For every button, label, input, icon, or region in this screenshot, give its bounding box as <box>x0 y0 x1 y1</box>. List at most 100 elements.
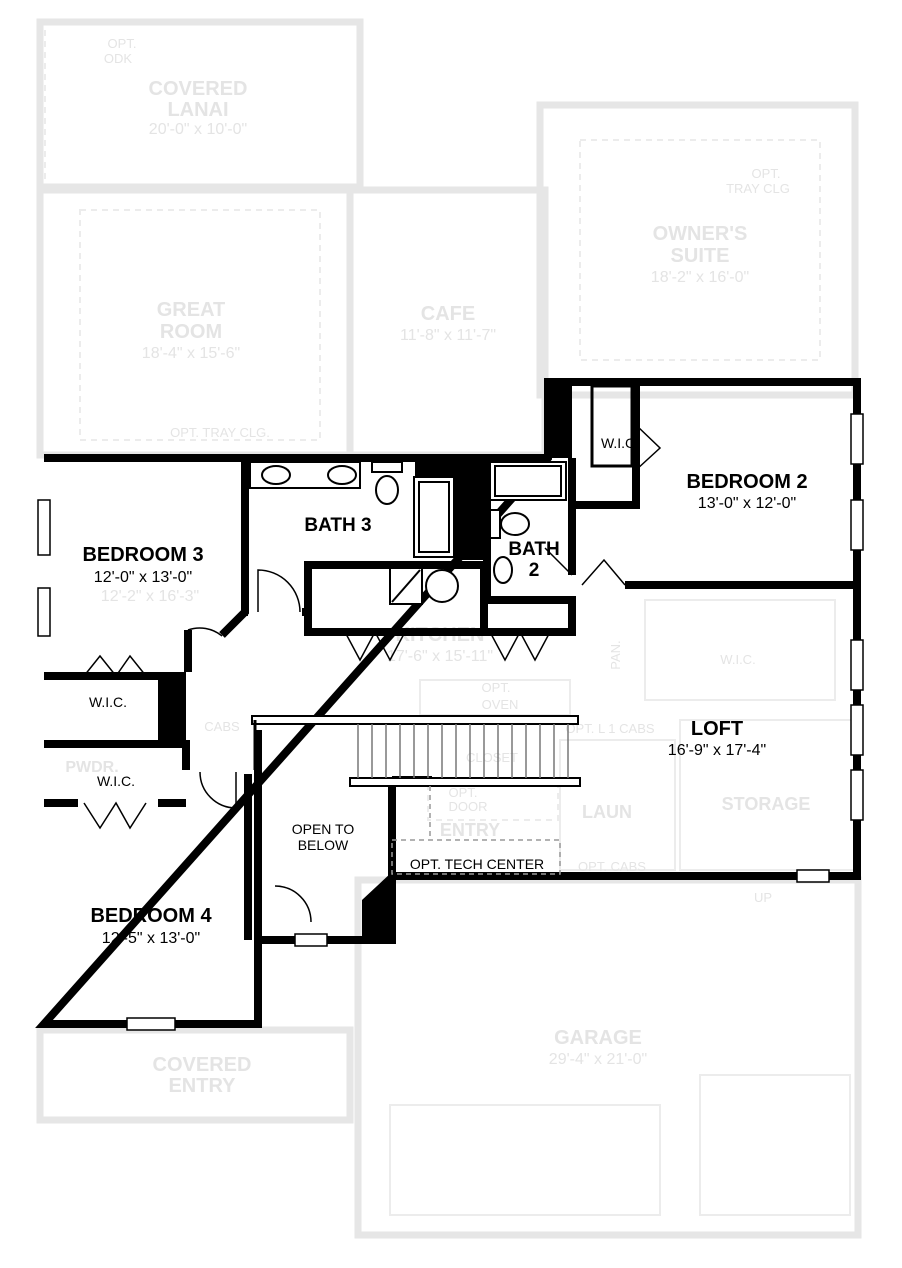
window-loft-a <box>850 639 864 691</box>
owner-suite-dim: 18'-2" x 16'-0" <box>651 269 749 286</box>
opt-oven-label-1: OPT. <box>482 680 511 695</box>
door-wic-bed2 <box>635 424 662 471</box>
door-linen-bifold <box>489 630 551 662</box>
stair-treads <box>357 724 569 778</box>
door-bed2 <box>581 558 626 586</box>
opt-tech-center-label: OPT. TECH CENTER <box>410 856 544 872</box>
chase-wic3 <box>158 672 186 744</box>
chase-bath3-tub <box>455 455 487 560</box>
garage-bay <box>699 1074 851 1216</box>
open-below-1: OPEN TO <box>292 821 355 837</box>
opt-cabs-label: OPT. CABS <box>578 859 646 874</box>
bedroom2-name: BEDROOM 2 <box>686 471 807 493</box>
door-bed3-wic <box>187 627 223 637</box>
closet-outline <box>427 779 559 821</box>
great-room-name-1: GREAT <box>157 299 226 321</box>
wic-owner-outline <box>644 599 836 701</box>
wic-bed2-box <box>590 384 634 468</box>
bedroom3-name: BEDROOM 3 <box>82 544 203 566</box>
bath3-name: BATH 3 <box>304 515 371 536</box>
bath2-name-1: BATH <box>508 539 559 560</box>
lanai-dim: 20'-0" x 10'-0" <box>149 121 247 138</box>
wic-bed3-label: W.I.C. <box>89 694 127 710</box>
wall-bath2 <box>483 458 576 636</box>
owner-wic-label: W.I.C. <box>720 652 755 667</box>
bath3-toilet-tank <box>371 461 403 473</box>
great-room-tray <box>79 209 321 441</box>
bath2-name-2: 2 <box>529 560 540 581</box>
lanai-name-2: LANAI <box>167 99 228 121</box>
tech-center-outline <box>391 839 561 875</box>
loft-railing <box>251 715 579 725</box>
second-floor-layer <box>35 378 864 1031</box>
bath2-sink <box>493 556 513 584</box>
bath3-sink-right <box>327 465 357 485</box>
entry-label: ENTRY <box>440 820 500 840</box>
wic-bed4-label: W.I.C. <box>97 773 135 789</box>
washer-mark <box>391 569 421 603</box>
loft-dim: 16'-9" x 17'-4" <box>668 742 766 759</box>
cafe-name: CAFE <box>421 303 475 325</box>
bath3-tub-inner <box>418 481 450 553</box>
great-room-tray-label: OPT. TRAY CLG. <box>170 425 270 440</box>
opt-odk-label-1: OPT. <box>108 36 137 51</box>
bedroom3-alt-dim: 12'-2" x 16'-3" <box>101 588 199 605</box>
up-label: UP <box>754 890 772 905</box>
stair-landing-rail <box>349 777 581 787</box>
laundry-outline <box>559 739 676 871</box>
wall-bed2 <box>572 382 857 589</box>
door-wic3-bifold <box>83 654 147 678</box>
opt-oven-label-2: OVEN <box>482 697 519 712</box>
pantry-label: PAN. <box>608 640 623 669</box>
door-bed3 <box>257 569 301 613</box>
owner-suite-name-2: SUITE <box>671 245 730 267</box>
bath2-tub-inner <box>494 465 562 497</box>
door-wic4-bifold <box>83 801 147 830</box>
garage-door <box>389 1104 661 1216</box>
window-loft-b <box>850 704 864 756</box>
window-bed3-b <box>37 587 51 637</box>
window-loft-south <box>796 869 830 883</box>
great-room-dim: 18'-4" x 15'-6" <box>142 345 240 362</box>
wall-wic3 <box>44 672 190 770</box>
laundry-label: LAUN <box>582 802 632 822</box>
opt-l1-cabs-label: OPT. L 1 CABS <box>565 721 654 736</box>
great-room-name-2: ROOM <box>160 321 222 343</box>
bedroom4-dim: 12'-5" x 13'-0" <box>102 930 200 947</box>
loft-name: LOFT <box>691 718 743 740</box>
covered-entry-name-1: COVERED <box>153 1054 252 1076</box>
cafe-dim: 11'-8" x 11'-7" <box>400 327 496 344</box>
window-bed2-b <box>850 499 864 551</box>
owner-suite-outline <box>536 101 859 399</box>
bedroom2-dim: 13'-0" x 12'-0" <box>698 495 796 512</box>
cabs-label: CABS <box>204 719 240 734</box>
dryer <box>425 569 459 603</box>
garage-dim: 29'-4" x 21'-0" <box>549 1051 647 1068</box>
closet-label: CLOSET <box>466 750 518 765</box>
bath2-toilet <box>500 512 530 536</box>
opt-door-label-2: DOOR <box>449 799 488 814</box>
owner-tray-label-2: TRAY CLG <box>726 181 790 196</box>
chase-open-below <box>362 872 392 940</box>
door-open-below <box>274 885 312 923</box>
bath3-sink-left <box>261 465 291 485</box>
pwdr-label: PWDR. <box>65 759 118 776</box>
chase-bed2 <box>544 382 572 458</box>
lanai-name-1: COVERED <box>149 78 248 100</box>
door-bath2 <box>544 547 573 576</box>
bedroom4-name: BEDROOM 4 <box>90 905 212 927</box>
window-bed3-a <box>37 499 51 556</box>
garage-name: GARAGE <box>554 1027 642 1049</box>
window-loft-c <box>850 769 864 821</box>
wic-bed2-label: W.I.C. <box>601 435 639 451</box>
window-bed2-a <box>850 413 864 465</box>
covered-entry-name-2: ENTRY <box>168 1075 236 1097</box>
door-laundry-bifold <box>344 630 406 662</box>
open-below-2: BELOW <box>298 837 349 853</box>
opt-odk-label-2: ODK <box>104 51 133 66</box>
opt-door-label-1: OPT. <box>449 785 478 800</box>
door-bed4 <box>199 771 237 809</box>
bath3-toilet <box>375 475 399 505</box>
storage-label: STORAGE <box>722 794 811 814</box>
